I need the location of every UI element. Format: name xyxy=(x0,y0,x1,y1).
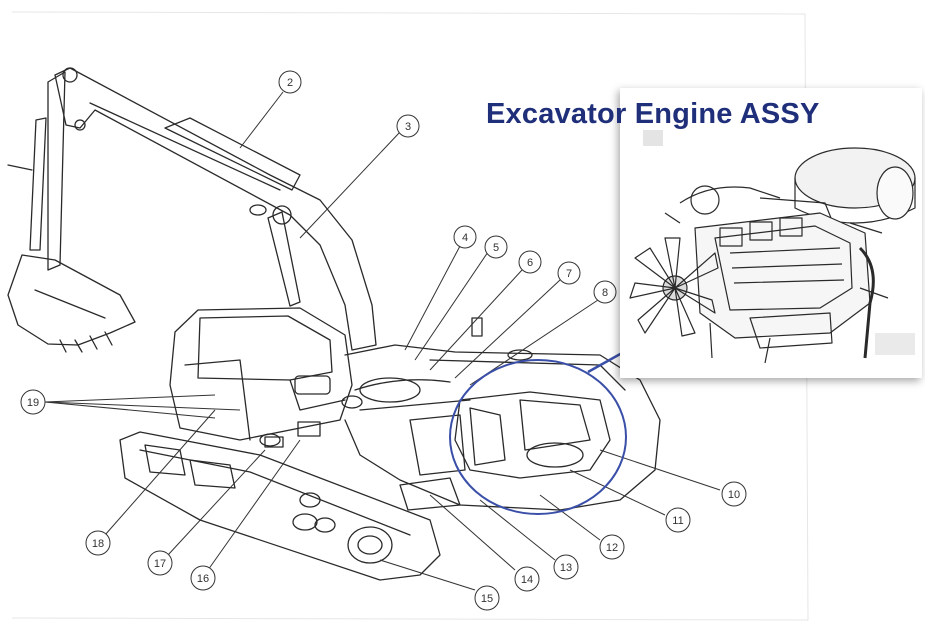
inset-title: Excavator Engine ASSY xyxy=(486,98,820,130)
callout-15: 15 xyxy=(474,585,500,611)
arm-outline xyxy=(47,71,66,271)
callout-13-label: 13 xyxy=(560,562,572,574)
callout-10-label: 10 xyxy=(728,489,740,501)
fan-icon xyxy=(629,237,719,337)
engine-highlight-circle xyxy=(449,359,627,515)
callout-17: 17 xyxy=(147,550,173,576)
callout-18-label: 18 xyxy=(92,538,104,550)
callout-3: 3 xyxy=(396,114,420,138)
engine-assembly-drawing xyxy=(629,130,916,364)
callout-4-label: 4 xyxy=(462,232,468,244)
track-outline xyxy=(119,431,441,581)
callout-12-label: 12 xyxy=(606,542,618,554)
callout-8-label: 8 xyxy=(602,287,608,299)
callout-10: 10 xyxy=(721,481,747,507)
callout-19: 19 xyxy=(20,389,46,415)
cab-outline xyxy=(169,307,353,441)
boom-outline xyxy=(54,67,377,351)
callout-6-label: 6 xyxy=(527,257,533,269)
callout-2: 2 xyxy=(278,70,302,94)
callout-18: 18 xyxy=(85,530,111,556)
callout-4: 4 xyxy=(453,225,477,249)
callout-5-label: 5 xyxy=(493,242,499,254)
callout-16: 16 xyxy=(190,565,216,591)
callout-3-label: 3 xyxy=(405,121,411,133)
callout-15-label: 15 xyxy=(481,593,493,605)
callout-14: 14 xyxy=(514,566,540,592)
callout-19-label: 19 xyxy=(27,397,39,409)
callout-8: 8 xyxy=(593,280,617,304)
bucket-outline xyxy=(7,254,136,346)
upper-structure-outline xyxy=(344,344,661,511)
callout-13: 13 xyxy=(553,554,579,580)
callout-14-label: 14 xyxy=(521,574,533,586)
callout-5: 5 xyxy=(484,235,508,259)
callout-6: 6 xyxy=(518,250,542,274)
callout-2-label: 2 xyxy=(287,77,293,89)
callout-12: 12 xyxy=(599,534,625,560)
callout-16-label: 16 xyxy=(197,573,209,585)
engine-inset-panel xyxy=(620,88,922,378)
callout-7: 7 xyxy=(557,261,581,285)
callout-11: 11 xyxy=(665,507,691,533)
callout-7-label: 7 xyxy=(566,268,572,280)
callout-11-label: 11 xyxy=(672,515,683,527)
callout-17-label: 17 xyxy=(154,558,166,570)
